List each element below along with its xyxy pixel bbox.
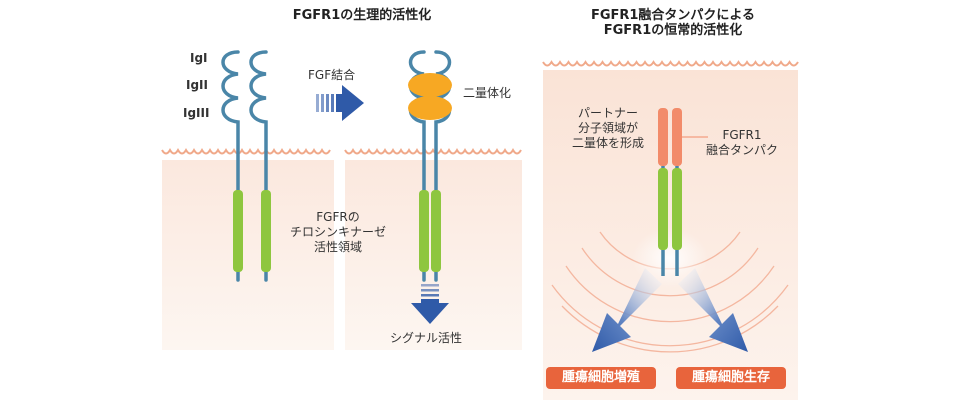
kinase-domain [672, 168, 682, 250]
kinase-domain [261, 190, 271, 272]
receptor-left-stalk [221, 50, 240, 282]
kinase-domain [658, 168, 668, 250]
fgf-ligand [408, 73, 452, 97]
proliferation-arrow [592, 268, 662, 352]
right-panel-title: FGFR1融合タンパクによる FGFR1の恒常的活性化 [590, 8, 756, 38]
igiii-label: IgIII [183, 106, 210, 120]
receptor-right-stalk [249, 50, 268, 282]
kinase-domain [233, 190, 243, 272]
cell-membrane [344, 147, 522, 155]
survival-arrow [678, 268, 748, 352]
cell-interior-inactive [162, 160, 334, 350]
kinase-domain [419, 190, 429, 272]
fgfr1-monomer-pair [221, 50, 271, 282]
igii-label: IgII [186, 78, 208, 92]
survival-badge: 腫瘍細胞生存 [676, 367, 786, 389]
kinase-domain [431, 190, 441, 272]
fgf-ligand [408, 96, 452, 120]
left-panel-title: FGFR1の生理的活性化 [292, 8, 432, 23]
proliferation-badge: 腫瘍細胞増殖 [546, 367, 656, 389]
cell-membrane [542, 60, 799, 67]
dimerization-label: 二量体化 [463, 86, 512, 100]
fusion-protein-label: FGFR1 融合タンパク [705, 128, 778, 157]
igi-label: IgI [190, 51, 208, 65]
partner-domain [658, 108, 668, 166]
fgfr1-fusion-protein [658, 108, 682, 276]
cell-membrane [161, 147, 331, 155]
kinase-domain-label: FGFRの チロシンキナーゼ 活性領域 [289, 210, 386, 254]
fgf-binding-arrow [316, 85, 364, 121]
partner-domain [672, 108, 682, 166]
fgfr1-dimer [408, 50, 452, 282]
fgf-binding-label: FGF結合 [308, 68, 356, 82]
signal-label: シグナル活性 [390, 331, 463, 345]
signal-arrow [411, 284, 449, 324]
partner-domain-label: パートナー 分子領域が 二量体を形成 [571, 106, 644, 150]
activation-glow [632, 228, 708, 288]
